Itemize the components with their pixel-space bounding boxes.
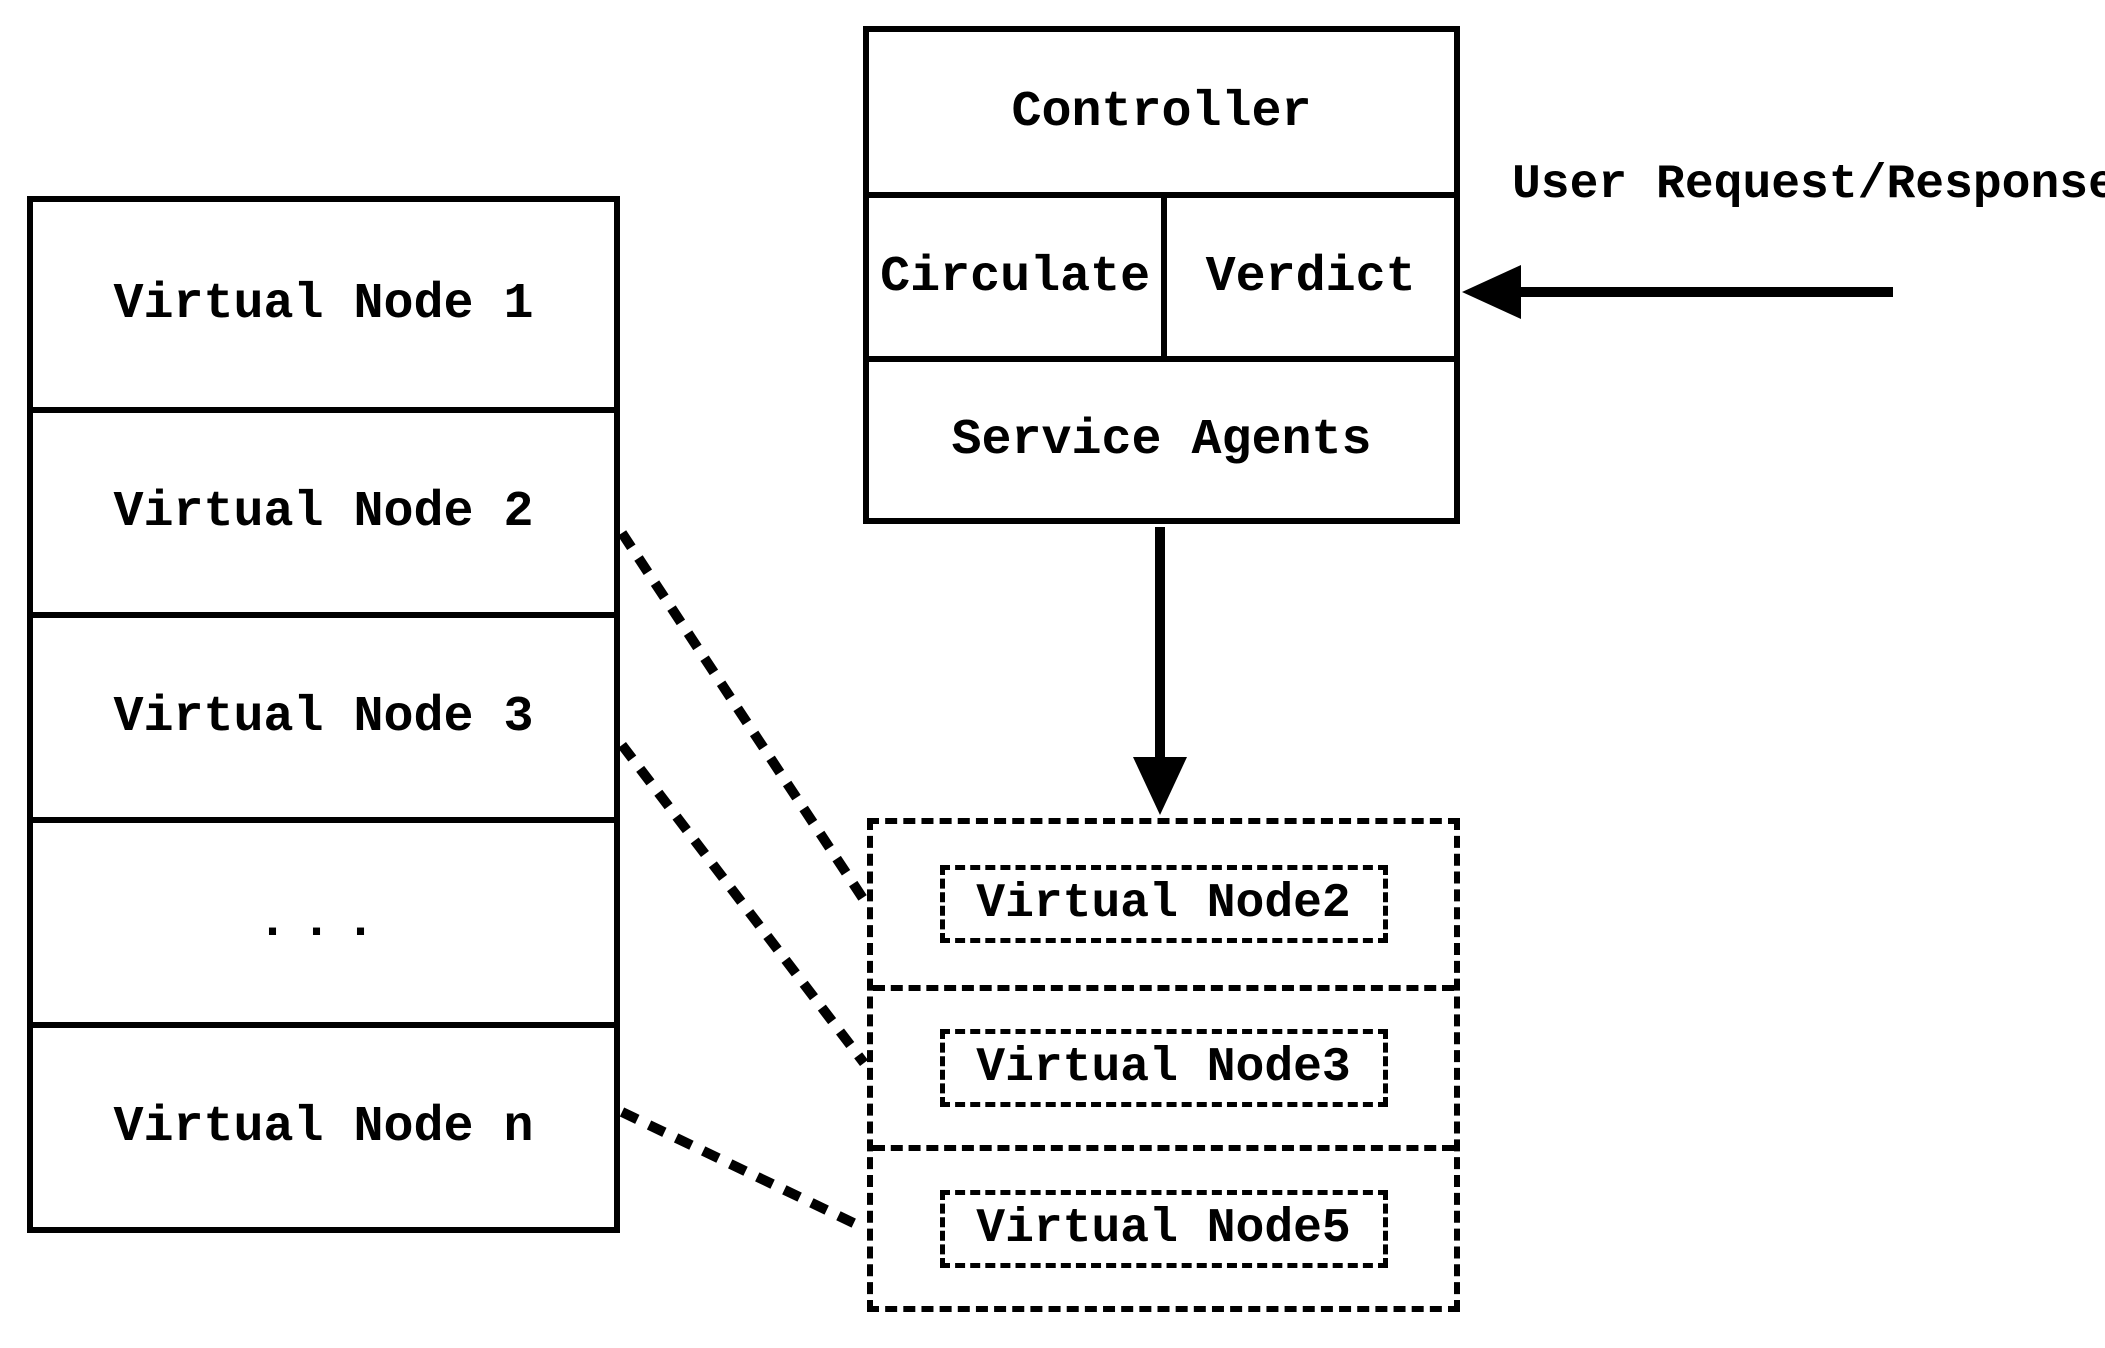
virtual-node-3-row: Virtual Node 3 bbox=[33, 612, 614, 817]
virtual-node-2-row: Virtual Node 2 bbox=[33, 407, 614, 612]
mapped-node-group: Virtual Node2 Virtual Node3 Virtual Node… bbox=[867, 818, 1460, 1312]
controller-box: Controller Circulate Verdict Service Age… bbox=[863, 26, 1460, 524]
mapped-virtual-node5-label: Virtual Node5 bbox=[976, 1201, 1351, 1256]
controller-middle-row: Circulate Verdict bbox=[869, 192, 1454, 362]
virtual-node-n-label: Virtual Node n bbox=[113, 1099, 534, 1156]
left-arrowhead-icon bbox=[1462, 265, 1521, 319]
virtual-node-1-row: Virtual Node 1 bbox=[33, 202, 614, 407]
mapping-line-node3 bbox=[618, 741, 868, 1067]
user-request-label: User Request/Response bbox=[1512, 158, 2105, 212]
mapped-virtual-node3-label: Virtual Node3 bbox=[976, 1040, 1351, 1095]
down-arrowhead-icon bbox=[1133, 757, 1187, 815]
mapped-virtual-node5-box: Virtual Node5 bbox=[939, 1189, 1388, 1268]
mapped-node-row: Virtual Node3 bbox=[873, 984, 1454, 1146]
mapped-node-row: Virtual Node5 bbox=[873, 1145, 1454, 1306]
virtual-node-n-row: Virtual Node n bbox=[33, 1022, 614, 1227]
mapping-line-node-n bbox=[619, 1107, 867, 1233]
user-request-arrow bbox=[1462, 265, 1893, 319]
virtual-node-stack: Virtual Node 1 Virtual Node 2 Virtual No… bbox=[27, 196, 620, 1233]
mapped-virtual-node3-box: Virtual Node3 bbox=[939, 1028, 1388, 1107]
mapped-node-row: Virtual Node2 bbox=[873, 824, 1454, 985]
service-agents-cell: Service Agents bbox=[869, 362, 1454, 518]
ellipsis-row: ... bbox=[33, 817, 614, 1022]
controller-title: Controller bbox=[1011, 83, 1312, 141]
circulate-cell: Circulate bbox=[869, 198, 1168, 356]
ellipsis-label: ... bbox=[257, 894, 390, 951]
mapping-line-node2 bbox=[617, 530, 869, 903]
circulate-label: Circulate bbox=[880, 248, 1151, 306]
virtual-node-3-label: Virtual Node 3 bbox=[113, 689, 534, 746]
controller-header: Controller bbox=[869, 32, 1454, 192]
verdict-cell: Verdict bbox=[1167, 198, 1454, 356]
virtual-node-2-label: Virtual Node 2 bbox=[113, 484, 534, 541]
service-agents-label: Service Agents bbox=[951, 411, 1372, 469]
verdict-label: Verdict bbox=[1205, 248, 1416, 306]
dispatch-arrow bbox=[1133, 527, 1187, 815]
mapped-virtual-node2-box: Virtual Node2 bbox=[939, 865, 1388, 944]
virtual-node-1-label: Virtual Node 1 bbox=[113, 276, 534, 333]
mapped-virtual-node2-label: Virtual Node2 bbox=[976, 877, 1351, 932]
